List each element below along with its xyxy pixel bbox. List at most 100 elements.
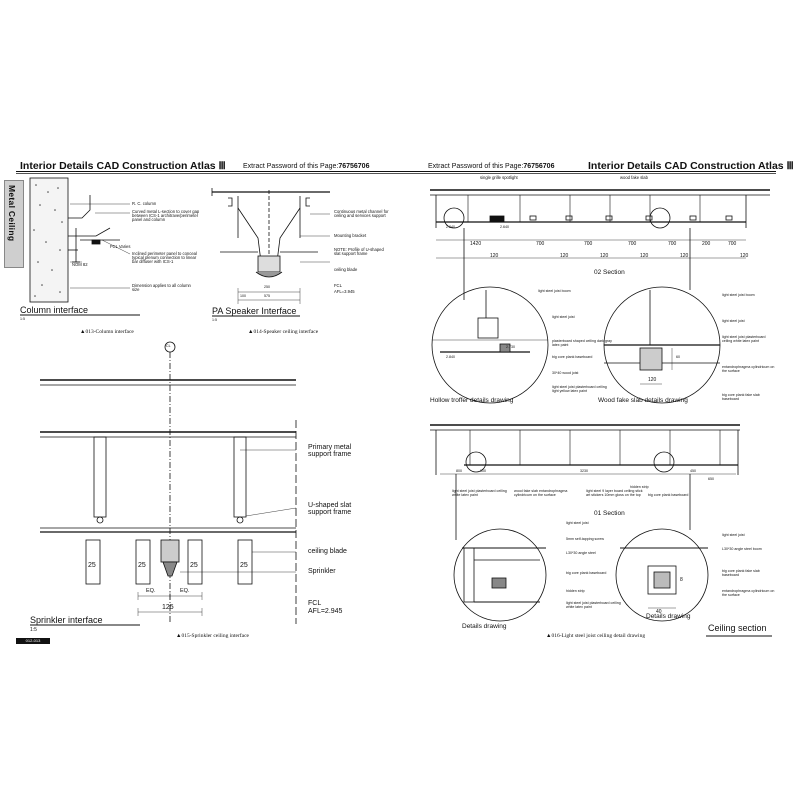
speaker-interface-scale: 1:5	[212, 318, 217, 322]
column-interface-caption: ▲013-Column interface	[80, 329, 134, 335]
s01-left-label: L30*30 angle steel	[566, 551, 596, 555]
s01-right-label: entandrophragma cylindricum on the surfa…	[722, 589, 775, 597]
speaker-dim-250: 250	[264, 285, 270, 289]
s02-dim-top: 700	[536, 241, 545, 247]
section-02-drawing	[430, 189, 770, 404]
sprinkler-label-ushaped: U-shaped slat support frame	[308, 502, 352, 516]
speaker-label-channel: Continuous metal channel for ceiling and…	[334, 209, 389, 219]
header-rule	[16, 171, 776, 172]
s01-right-label: big core plank fake slab baseboard	[722, 569, 760, 577]
sprinkler-blade-dim: 25	[88, 562, 96, 569]
s01-label: light steel 9 layer board ceiling stick …	[586, 489, 643, 497]
s01-label: wood fake slab entandrophragma cylindric…	[514, 489, 568, 497]
speaker-label-fcl: FCL	[334, 283, 342, 288]
speaker-label-note: NOTE: Profile of U-shaped slat support f…	[334, 247, 384, 257]
sprinkler-interface-drawing	[30, 341, 297, 626]
sprinkler-blade-dim: 25	[190, 562, 198, 569]
sprinkler-label-blade: ceiling blade	[308, 548, 347, 555]
sprinkler-grid-marker: CL	[166, 344, 171, 348]
sprinkler-label-afl: AFL=2.945	[308, 608, 343, 615]
s01-left-label: big core plank baseboard	[566, 571, 607, 575]
s01-right-label: light steel joist	[722, 533, 745, 537]
sprinkler-eq-left: EQ.	[146, 588, 156, 594]
speaker-dim-100: 100	[240, 294, 246, 298]
header-password-left: Extract Password of this Page:76756706	[243, 163, 370, 170]
s02-dim-bottom: 120	[560, 253, 569, 259]
header-title-right: Interior Details CAD Construction Atlas …	[588, 160, 794, 172]
s01-title: 01 Section	[594, 510, 625, 517]
s02-right-label: big core plank fake slab baseboard	[722, 393, 760, 401]
s01-left-title: Details drawing	[462, 623, 507, 630]
column-label-dimension: Dimension applies to all column size	[132, 283, 191, 293]
header-rule-2	[16, 173, 776, 174]
s02-left-label: big core plank baseboard	[552, 355, 593, 359]
s02-dim-bottom: 120	[600, 253, 609, 259]
s01-label: hidden strip	[630, 485, 649, 489]
s02-left-mark: 2.840	[446, 355, 455, 359]
column-label-fcl: FCL Varies	[110, 244, 131, 249]
sprinkler-span: 125	[162, 604, 174, 611]
s02-dim-bottom: 120	[490, 253, 499, 259]
s01-label: big core plank baseboard	[648, 493, 689, 497]
speaker-interface-title: PA Speaker Interface	[212, 306, 297, 316]
header-title-left: Interior Details CAD Construction Atlas …	[20, 160, 226, 172]
ceiling-section-title: Ceiling section	[708, 623, 767, 633]
s01-dim: 650	[708, 477, 714, 481]
s02-dim-top: 700	[628, 241, 637, 247]
s02-right-label: entandrophragma cylindricum on the surfa…	[722, 365, 775, 373]
sprinkler-label-primary: Primary metal support frame	[308, 444, 352, 458]
s02-left-label: plasterboard shaped ceiling dark gray la…	[552, 339, 612, 347]
s02-dim-top: 200	[702, 241, 711, 247]
s01-right-label: L30*30 angle steel boom	[722, 547, 762, 551]
s02-dim-bottom: 120	[640, 253, 649, 259]
s02-mark: 2.840	[446, 225, 455, 229]
s01-dim: 100	[480, 469, 486, 473]
s02-dim-bottom: 120	[680, 253, 689, 259]
s02-right-title: Wood fake slab details drawing	[598, 397, 688, 404]
side-tab: Metal Ceiling	[4, 180, 24, 268]
s01-dim: 450	[690, 469, 696, 473]
sprinkler-blade-dim: 25	[240, 562, 248, 569]
speaker-label-afl: AFL=3.945	[334, 289, 355, 294]
speaker-label-blade: ceiling blade	[334, 267, 358, 272]
column-interface-scale: 1:5	[20, 317, 25, 321]
speaker-interface-caption: ▲014-Speaker ceiling interface	[248, 329, 319, 335]
s02-label-spotlight: single grille spotlight	[480, 175, 518, 180]
sprinkler-interface-caption: ▲015-Sprinkler ceiling interface	[176, 633, 249, 639]
s01-left-label: hidden strip	[566, 589, 585, 593]
s01-left-label: light steel joist plasterboard ceiling w…	[566, 601, 621, 609]
s02-right-dim: 120	[648, 377, 657, 383]
sprinkler-interface-title: Sprinkler interface	[30, 615, 103, 625]
s02-left-label: light steel joist	[552, 315, 575, 319]
s02-left-mark: 2.730	[506, 345, 515, 349]
column-label-inclined: Inclined perimeter panel to conceal typi…	[132, 251, 197, 265]
s01-right-dim: 8	[680, 577, 683, 583]
s02-dim-top: 700	[728, 241, 737, 247]
s02-dim-top: 700	[668, 241, 677, 247]
s01-right-title: Details drawing	[646, 613, 691, 620]
column-interface-drawing	[20, 177, 140, 316]
s02-right-dim: 60	[676, 355, 680, 359]
s01-label: light steel joist plasterboard ceiling w…	[452, 489, 507, 497]
sprinkler-eq-right: EQ.	[180, 588, 190, 594]
header-password-right: Extract Password of this Page:76756706	[428, 163, 555, 170]
s02-right-label: light steel joist boom	[722, 293, 755, 297]
column-label-nom: NOM 82	[72, 262, 88, 267]
page-number: 012-013	[16, 638, 50, 644]
s02-left-title: Hollow troffer details drawing	[430, 397, 514, 404]
s02-label-fakeslab: wood fake slab	[620, 175, 648, 180]
column-interface-title: Column interface	[20, 305, 89, 315]
s02-left-label: light steel joist boom	[538, 289, 571, 293]
sprinkler-label-sprinkler: Sprinkler	[308, 568, 336, 575]
s01-left-label: light steel joist	[566, 521, 589, 525]
sprinkler-label-fcl: FCL	[308, 600, 322, 607]
s02-right-label: light steel joist plasterboard ceiling w…	[722, 335, 766, 343]
speaker-interface-drawing	[211, 188, 330, 317]
s01-dim: 800	[456, 469, 462, 473]
column-label-curved: Curved metal L-section to cover gap betw…	[132, 209, 200, 223]
column-label-rc: R. C. column	[132, 201, 157, 206]
s01-right-dim: 40	[656, 609, 662, 615]
s02-mark: 2.640	[500, 225, 509, 229]
s02-title: 02 Section	[594, 269, 625, 276]
